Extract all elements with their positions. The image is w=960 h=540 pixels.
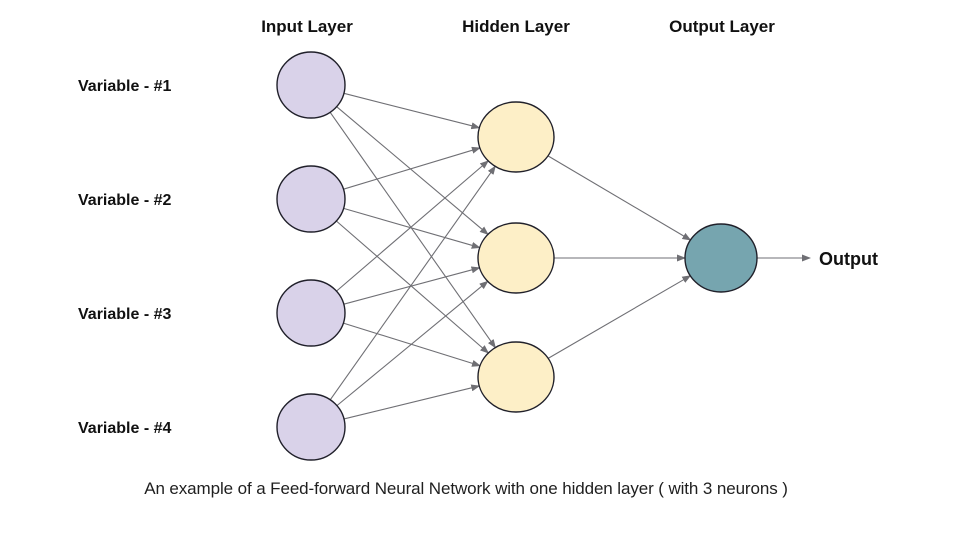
hidden-node-h1 [477,101,555,173]
variable-label-2: Variable - #2 [78,192,171,209]
edge-i4-h3 [343,384,481,420]
labels-group: Output Input Layer Hidden Layer Output Laye… [78,17,878,498]
input-node-i3 [276,279,346,347]
edge-i3-h1 [336,160,489,292]
input-node-i1 [276,51,346,119]
header-output-layer: Output Layer [669,17,775,36]
variable-label-3: Variable - #3 [78,306,171,323]
hidden-node-h2 [477,222,555,294]
edge-i1-h1 [343,92,481,130]
header-hidden-layer: Hidden Layer [462,17,570,36]
diagram-caption: An example of a Feed-forward Neural Netw… [144,479,788,498]
edge-i1-h3 [329,111,496,349]
edge-i2-h1 [343,146,481,190]
edge-i4-h1 [329,165,496,401]
output-label: Output [819,249,878,269]
edge-i2-h3 [335,220,490,354]
output-node-o1 [684,223,758,293]
edge-i1-h2 [336,106,489,236]
edges-group [329,92,811,420]
hidden-node-h3 [477,341,555,413]
edge-i3-h2 [343,266,481,305]
input-node-i2 [276,165,346,233]
edge-h1-o1 [547,155,692,241]
edge-h3-o1 [547,275,692,359]
header-input-layer: Input Layer [261,17,353,36]
edge-i4-h2 [336,280,489,407]
edge-i2-h2 [343,207,481,249]
input-node-i4 [276,393,346,461]
nodes-group [276,51,758,461]
variable-label-4: Variable - #4 [78,420,171,437]
variable-label-1: Variable - #1 [78,78,171,95]
